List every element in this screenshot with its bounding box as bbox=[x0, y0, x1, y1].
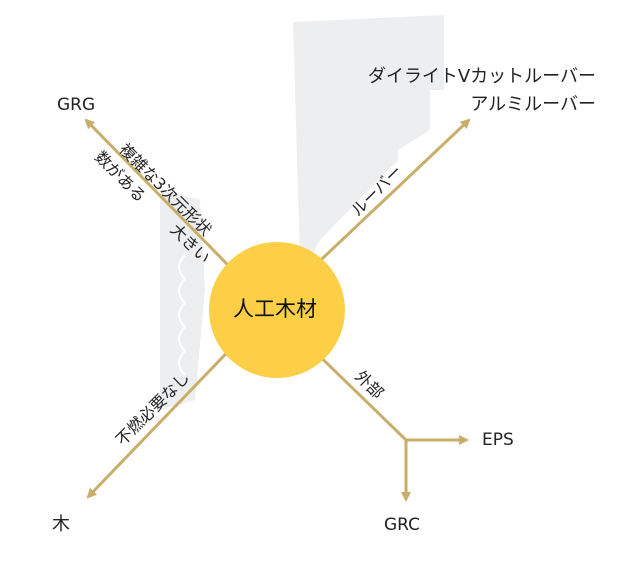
node-eps: EPS bbox=[482, 430, 514, 450]
node-grc: GRC bbox=[384, 515, 421, 535]
node-grg: GRG bbox=[57, 95, 96, 115]
center-circle bbox=[209, 242, 345, 378]
node-louver-line2: アルミルーバー bbox=[470, 94, 596, 115]
node-wood: 木 bbox=[52, 514, 70, 535]
node-louver-line1: ダイライトVカットルーバー bbox=[367, 66, 596, 87]
wavy-outline bbox=[178, 254, 187, 376]
background-shape-right bbox=[293, 15, 444, 260]
center-label: 人工木材 bbox=[233, 297, 317, 321]
